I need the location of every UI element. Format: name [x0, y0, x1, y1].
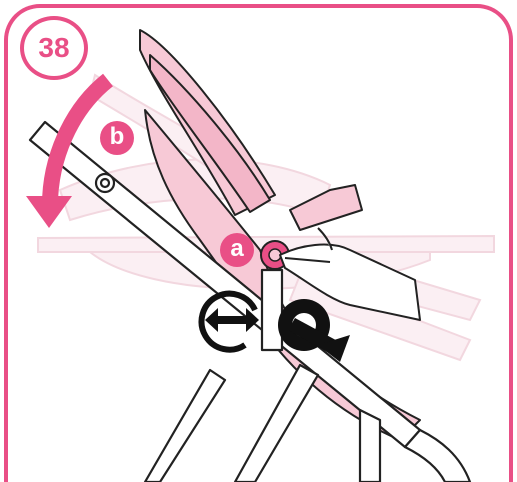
step-number-badge: 38 — [20, 16, 88, 80]
callout-b-label: b — [110, 123, 125, 150]
callout-a-label: a — [230, 235, 243, 262]
callout-b: b — [100, 121, 134, 155]
callout-a: a — [220, 233, 254, 267]
step-number: 38 — [38, 32, 69, 64]
